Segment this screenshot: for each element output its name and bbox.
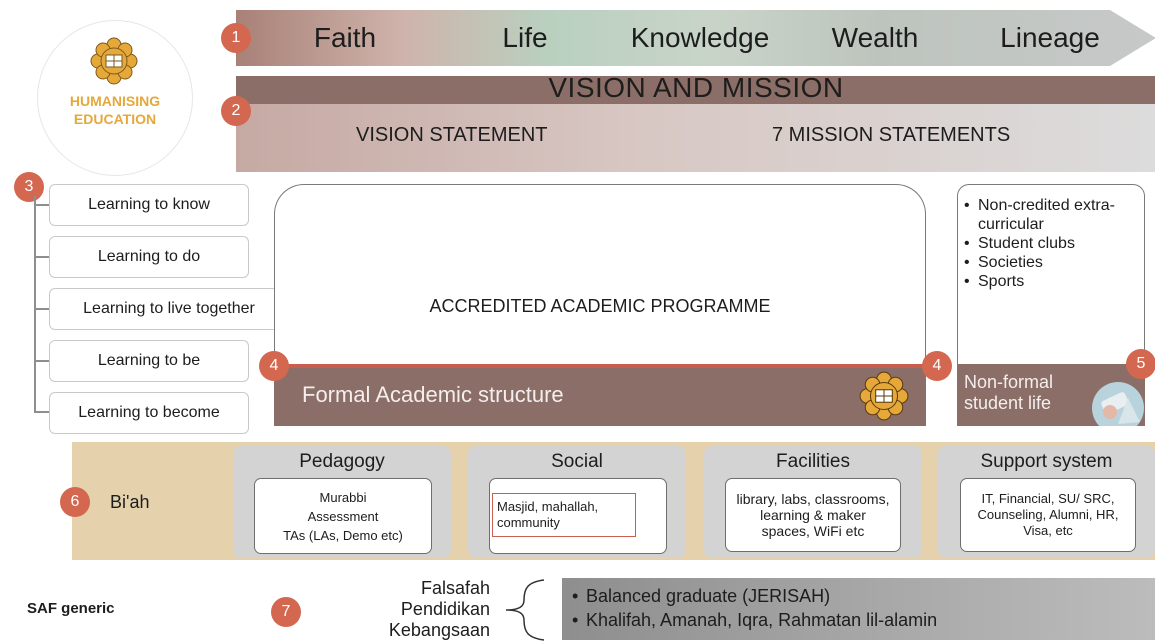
saf-generic-label: SAF generic [27, 600, 115, 617]
support-text: IT, Financial, SU/ SRC, Counseling, Alum… [977, 491, 1119, 538]
outcome-item: Khalifah, Amanah, Iqra, Rahmatan lil-ala… [570, 608, 937, 632]
pillar-knowledge: Knowledge [630, 22, 770, 53]
falsafah-line: Kebangsaan [388, 620, 490, 640]
formal-academic-bar [274, 364, 926, 426]
pillar-faith: Faith [313, 22, 377, 53]
pillar-life: Life [502, 22, 548, 53]
tree-branch [34, 411, 49, 413]
biah-label: Bi'ah [110, 492, 150, 512]
learning-to-be: Learning to be [49, 340, 249, 382]
formal-academic-label: Formal Academic structure [302, 382, 564, 407]
nonformal-item: Societies [962, 253, 1147, 272]
falsafah-line: Pendidikan [400, 599, 490, 619]
marker-4-left: 4 [259, 351, 289, 381]
mission-statements: 7 MISSION STATEMENTS [772, 124, 1011, 146]
tree-branch [34, 204, 49, 206]
learning-to-know: Learning to know [49, 184, 249, 226]
tree-trunk [34, 196, 36, 412]
learning-to-do: Learning to do [49, 236, 249, 278]
academic-programme-label: ACCREDITED ACADEMIC PROGRAMME [429, 296, 771, 316]
learning-to-become: Learning to become [49, 392, 249, 434]
learning-to-live-together: Learning to live together [49, 288, 289, 330]
pillar-lineage: Lineage [1000, 22, 1100, 53]
marker-3: 3 [14, 172, 44, 202]
pedagogy-title: Pedagogy [299, 451, 385, 472]
facilities-box: library, labs, classrooms, learning & ma… [725, 478, 901, 552]
pedagogy-box: Murabbi Assessment TAs (LAs, Demo etc) [254, 478, 432, 554]
nonformal-label: Non-formal student life [964, 372, 1054, 413]
logo-text: HUMANISING EDUCATION [37, 92, 193, 128]
logo-line-1: HUMANISING [69, 93, 161, 109]
marker-1: 1 [221, 23, 251, 53]
tree-branch [34, 308, 49, 310]
nonformal-item: Non-credited extra-curricular [962, 196, 1147, 234]
pedagogy-line: Assessment [307, 508, 379, 524]
outcome-list: Balanced graduate (JERISAH) Khalifah, Am… [570, 584, 937, 632]
pedagogy-line: Murabbi [319, 489, 367, 505]
marker-4-right: 4 [922, 351, 952, 381]
logo-line-2: EDUCATION [73, 111, 157, 127]
falsafah-text: Falsafah Pendidikan Kebangsaan [300, 578, 490, 641]
formal-structure-emblem-icon [859, 371, 909, 421]
nonformal-item: Sports [962, 272, 1147, 291]
academic-programme-box [274, 184, 926, 384]
tree-branch [34, 256, 49, 258]
support-title: Support system [980, 451, 1113, 472]
tree-branch [34, 360, 49, 362]
vision-mission-panel [236, 104, 1155, 172]
curly-brace-icon [505, 579, 545, 641]
falsafah-line: Falsafah [420, 578, 490, 598]
marker-6: 6 [60, 487, 90, 517]
nonformal-list: Non-credited extra-curricular Student cl… [962, 196, 1147, 291]
vision-mission-header-bar [236, 76, 1155, 104]
humanising-education-emblem-icon [90, 37, 138, 85]
social-highlight: Masjid, mahallah, community [492, 493, 636, 537]
marker-5: 5 [1126, 349, 1155, 379]
student-life-photo-icon [1092, 382, 1144, 426]
facilities-title: Facilities [776, 451, 850, 472]
pillar-wealth: Wealth [831, 22, 919, 53]
nonformal-item: Student clubs [962, 234, 1147, 253]
support-box: IT, Financial, SU/ SRC, Counseling, Alum… [960, 478, 1136, 552]
vision-statement: VISION STATEMENT [356, 124, 548, 146]
pedagogy-line: TAs (LAs, Demo etc) [283, 527, 403, 543]
facilities-text: library, labs, classrooms, learning & ma… [736, 491, 890, 539]
outcome-item: Balanced graduate (JERISAH) [570, 584, 937, 608]
marker-7: 7 [271, 597, 301, 627]
pillars-arrow [236, 10, 1155, 66]
vision-mission-title: VISION AND MISSION [548, 72, 844, 103]
social-title: Social [551, 451, 603, 472]
marker-2: 2 [221, 96, 251, 126]
